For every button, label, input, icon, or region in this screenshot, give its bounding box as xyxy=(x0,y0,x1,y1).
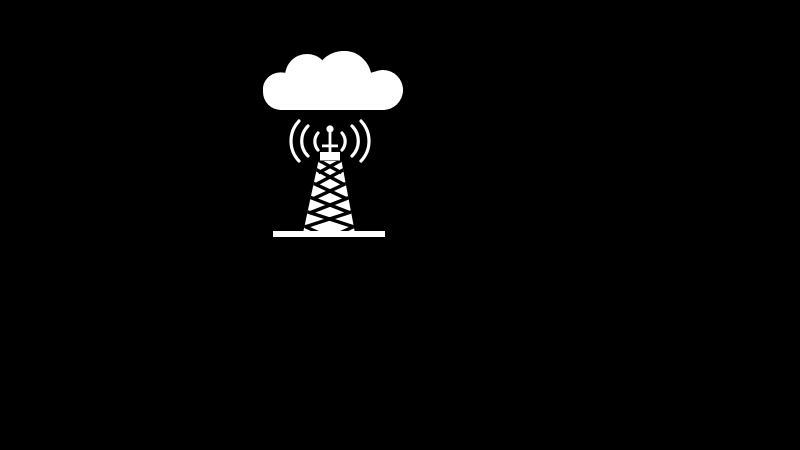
signal-waves-icon xyxy=(289,119,371,163)
antenna-mast-icon xyxy=(322,125,338,153)
cloud-icon xyxy=(263,51,403,110)
ground-line-icon xyxy=(273,231,385,237)
tower-body-icon xyxy=(303,161,355,233)
antenna-platform-icon xyxy=(320,152,340,161)
